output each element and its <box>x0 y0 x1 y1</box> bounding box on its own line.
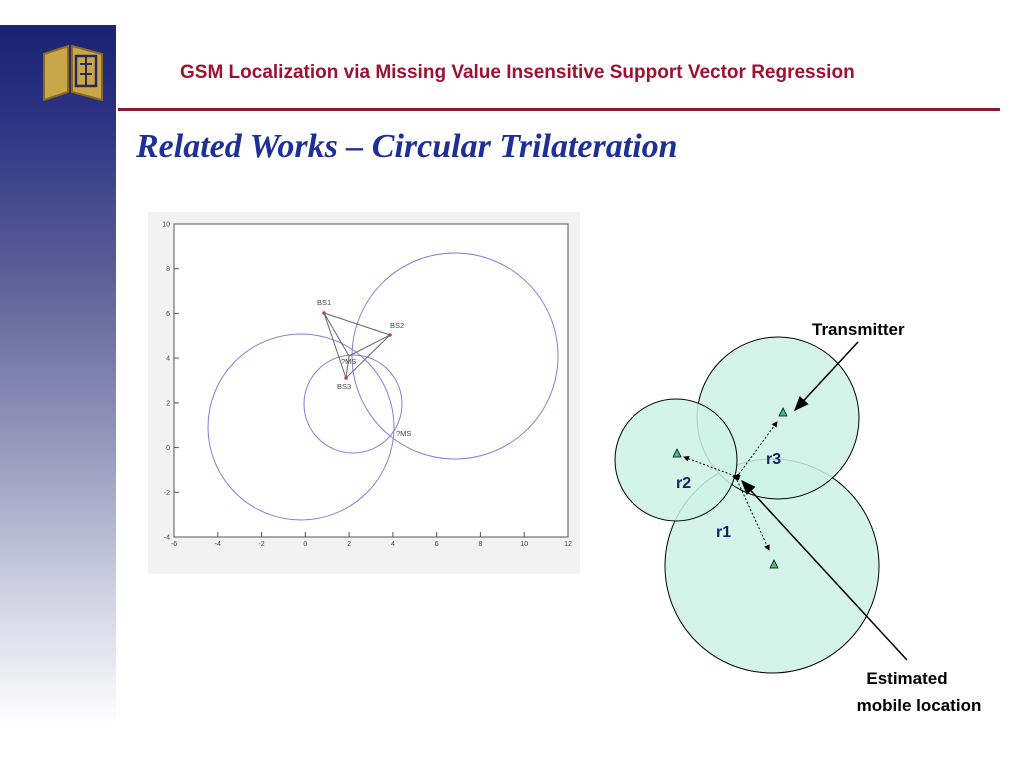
bs3-marker <box>344 376 348 380</box>
r3-label: r3 <box>766 451 781 468</box>
trilateration-plot: -6 -4 -2 0 2 4 6 8 10 12 10 8 6 4 2 0 -2… <box>148 212 580 574</box>
range-circle-small <box>303 354 403 454</box>
r1-label: r1 <box>716 524 731 541</box>
estimated-location-label-line2: mobile location <box>857 696 982 715</box>
bs2-marker <box>388 333 392 337</box>
x-tick-label: 6 <box>435 541 439 548</box>
transmitter-2-icon <box>672 448 682 458</box>
ms-label-bottom: ?MS <box>396 429 411 438</box>
range-line-r2 <box>683 455 741 481</box>
x-tick-label: -6 <box>171 541 177 548</box>
trilateration-diagram: Transmitter Estimated mobile location r1… <box>614 320 982 715</box>
bs1-marker <box>322 311 326 315</box>
y-tick-label: -2 <box>164 490 170 497</box>
x-tick-label: 0 <box>303 541 307 548</box>
x-tick-label: 10 <box>520 541 528 548</box>
location-pointer <box>740 479 908 661</box>
y-tick-label: 0 <box>166 445 170 452</box>
ms-label-top: ?MS <box>341 357 356 366</box>
sidebar-gradient <box>0 25 116 725</box>
y-tick-label: 4 <box>166 356 170 363</box>
bs3-label: BS3 <box>337 382 351 391</box>
x-tick-label: 4 <box>391 541 395 548</box>
x-tick-label: 12 <box>564 541 572 548</box>
y-tick-label: 10 <box>162 222 170 229</box>
x-tick-label: -4 <box>215 541 221 548</box>
y-tick-label: 8 <box>166 266 170 273</box>
x-tick-label: 2 <box>347 541 351 548</box>
bs1-label: BS1 <box>317 298 331 307</box>
estimated-location-label-line1: Estimated <box>866 669 947 688</box>
y-tick-label: -4 <box>164 535 170 542</box>
plot-axes-box <box>173 223 569 538</box>
bs2-label: BS2 <box>390 321 404 330</box>
coverage-circle-r2 <box>614 398 738 522</box>
range-line-r3 <box>733 421 778 480</box>
header-divider <box>118 108 1000 111</box>
transmitter-1-icon <box>769 559 779 569</box>
y-tick-label: 6 <box>166 311 170 318</box>
book-logo-icon <box>43 44 103 102</box>
x-tick-label: -2 <box>258 541 264 548</box>
x-tick-label: 8 <box>478 541 482 548</box>
bs-triangle <box>323 312 391 379</box>
transmitter-label: Transmitter <box>812 320 905 339</box>
header-title: GSM Localization via Missing Value Insen… <box>180 62 855 83</box>
range-circle-large <box>207 333 395 521</box>
transmitter-pointer <box>793 341 859 412</box>
transmitter-3-icon <box>778 407 788 417</box>
r2-label: r2 <box>676 475 691 492</box>
slide-title: Related Works – Circular Trilateration <box>136 128 678 165</box>
y-tick-label: 2 <box>166 400 170 407</box>
range-circle-right <box>351 252 559 460</box>
